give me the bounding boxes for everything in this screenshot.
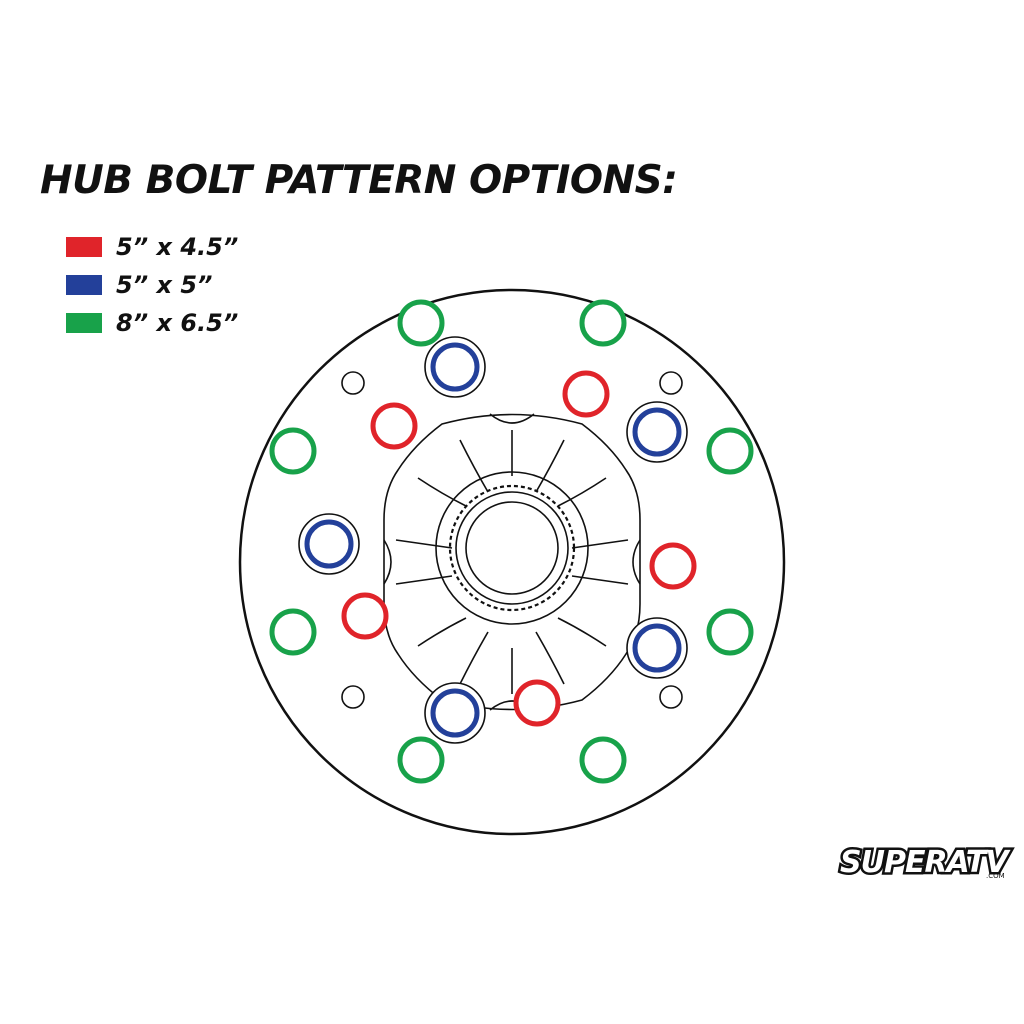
bolt-hole-green (397, 736, 445, 784)
legend-swatch-green (66, 313, 102, 333)
bolt-hole-green (269, 427, 317, 475)
bolt-hole-red (370, 402, 418, 450)
bolt-hole-red (341, 592, 389, 640)
page-title: HUB BOLT PATTERN OPTIONS: (40, 158, 678, 203)
legend-item-green: 8” x 6.5” (66, 304, 238, 342)
bolt-hole-red (562, 370, 610, 418)
small-holes (341, 371, 683, 709)
bolt-pattern-green (269, 299, 754, 784)
bolt-hole-green (706, 608, 754, 656)
bolt-hole-blue (424, 682, 486, 744)
legend: 5” x 4.5” 5” x 5” 8” x 6.5” (66, 228, 238, 342)
bolt-hole-blue (626, 617, 688, 679)
bolt-hole-green (579, 299, 627, 347)
bolt-pattern-blue (298, 336, 688, 744)
legend-item-blue: 5” x 5” (66, 266, 238, 304)
superatv-logo: SUPERATV .COM (838, 843, 1015, 883)
svg-text:SUPERATV: SUPERATV (840, 845, 1011, 880)
small-hole (341, 371, 365, 395)
bolt-hole-red (513, 679, 561, 727)
legend-swatch-blue (66, 275, 102, 295)
small-hole (341, 685, 365, 709)
bolt-hole-blue (424, 336, 486, 398)
bolt-hole-red (649, 542, 697, 590)
legend-label-green: 8” x 6.5” (116, 309, 239, 337)
legend-swatch-red (66, 237, 102, 257)
bolt-hole-blue (626, 401, 688, 463)
bolt-hole-green (579, 736, 627, 784)
bolt-hole-blue (298, 513, 360, 575)
legend-item-red: 5” x 4.5” (66, 228, 238, 266)
bolt-pattern-red (341, 370, 697, 727)
legend-label-red: 5” x 4.5” (116, 233, 239, 261)
svg-text:.COM: .COM (986, 872, 1005, 880)
small-hole (659, 685, 683, 709)
small-hole (659, 371, 683, 395)
bolt-hole-green (706, 427, 754, 475)
legend-label-blue: 5” x 5” (116, 271, 213, 299)
spline-bore (448, 484, 576, 612)
bolt-hole-green (269, 608, 317, 656)
bolt-hole-green (397, 299, 445, 347)
